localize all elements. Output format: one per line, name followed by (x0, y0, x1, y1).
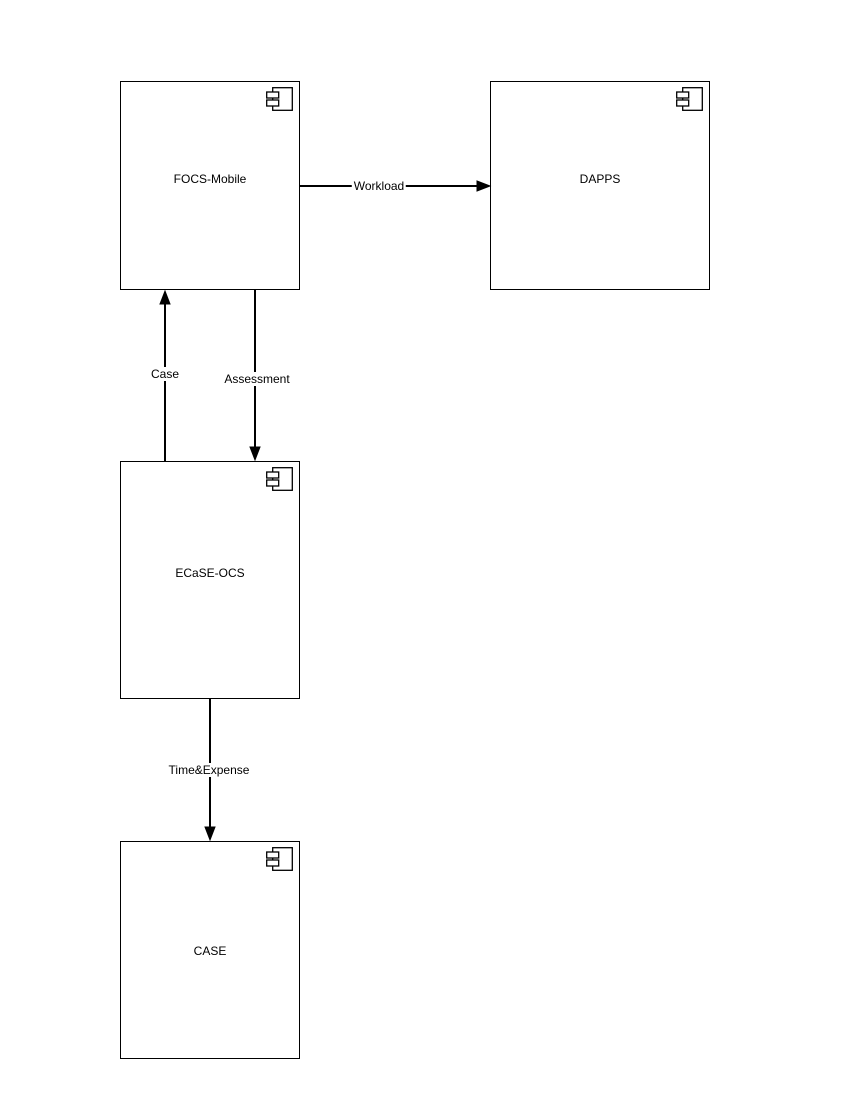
component-label-focs-mobile: FOCS-Mobile (173, 171, 247, 186)
edge-label-case: Case (148, 367, 182, 381)
uml-component-icon (676, 87, 703, 111)
workload-arrowhead (476, 180, 492, 192)
uml-component-icon (266, 847, 293, 871)
uml-component-icon (266, 87, 293, 111)
uml-component-icon (266, 467, 293, 491)
case-arrowhead (159, 289, 171, 305)
component-label-ecase-ocs: ECaSE-OCS (175, 565, 245, 580)
component-case: CASE (120, 841, 300, 1059)
component-label-dapps: DAPPS (579, 171, 621, 186)
component-dapps: DAPPS (490, 81, 710, 290)
edge-label-assessment: Assessment (222, 372, 292, 386)
component-focs-mobile: FOCS-Mobile (120, 81, 300, 290)
edge-label-time-expense: Time&Expense (166, 763, 252, 777)
component-label-case: CASE (193, 943, 227, 958)
time-expense-arrowhead (204, 826, 216, 842)
component-ecase-ocs: ECaSE-OCS (120, 461, 300, 699)
edge-label-workload: Workload (351, 179, 407, 193)
assessment-arrowhead (249, 446, 261, 462)
